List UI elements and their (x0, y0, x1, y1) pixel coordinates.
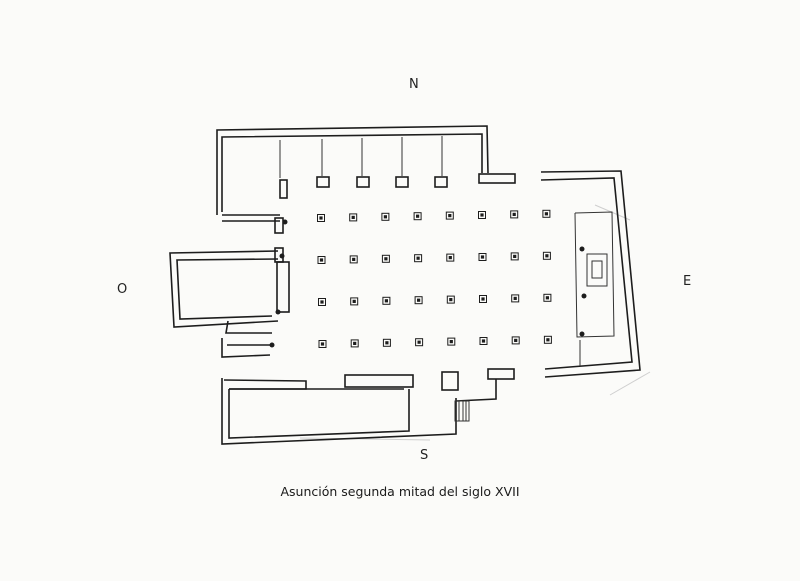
pillar-core (448, 256, 452, 260)
pillar (349, 213, 358, 222)
pillar-core (384, 257, 388, 261)
east-apse (540, 170, 641, 378)
pillar (381, 254, 390, 263)
pillar-core (448, 214, 452, 218)
pillar (318, 298, 326, 306)
pillar (446, 295, 455, 304)
pillar-core (449, 340, 453, 344)
pillar (350, 339, 359, 348)
pillar (542, 209, 551, 218)
pillar-core (544, 212, 548, 216)
pillar-core (352, 299, 356, 303)
pillar-core (449, 298, 453, 302)
pillar-core (513, 296, 517, 300)
south-wall (221, 368, 515, 445)
pillar (479, 295, 487, 303)
pillar (542, 251, 551, 260)
compass-north: N (409, 77, 419, 92)
pillar-core (352, 257, 356, 261)
paper-marks (299, 204, 651, 441)
pillar-core (416, 256, 420, 260)
pillar-core (319, 216, 323, 220)
south-steps (454, 400, 470, 422)
pillar (510, 252, 519, 261)
pillar-core (416, 214, 420, 218)
pillar-core (546, 338, 550, 342)
pillar-core (417, 298, 421, 302)
pillar (511, 336, 520, 345)
compass-east: E (683, 274, 692, 289)
pillar-core (513, 254, 517, 258)
pillar (510, 210, 519, 219)
pillar-core (481, 297, 485, 301)
pillar (415, 338, 424, 347)
pillar (478, 253, 487, 261)
pillar-core (480, 213, 484, 217)
pillar-core (545, 296, 549, 300)
pillar (382, 296, 391, 305)
pillar (413, 212, 422, 221)
pillar-core (320, 300, 324, 304)
pillar (349, 255, 358, 264)
compass-south: S (420, 448, 429, 463)
pillar-grid (317, 209, 552, 348)
plan-caption: Asunción segunda mitad del siglo XVII (280, 484, 520, 499)
pillar-core (512, 212, 516, 216)
pillar-core (384, 299, 388, 303)
pillar-core (514, 338, 518, 342)
pillar (317, 256, 326, 264)
compass-west: O (117, 282, 128, 297)
pillar (447, 337, 456, 346)
pillar-core (545, 254, 549, 258)
pillar (479, 337, 488, 345)
pillar-core (319, 258, 324, 262)
pillar (317, 214, 325, 222)
wall-bases (269, 219, 587, 348)
pillar (414, 296, 423, 305)
pillar (350, 297, 359, 306)
pillar-core (351, 215, 355, 219)
pillar (511, 294, 520, 303)
pillar (446, 253, 455, 262)
pillar-core (417, 340, 421, 344)
pillar-core (320, 342, 325, 346)
west-tower (169, 217, 290, 358)
pillar (478, 211, 486, 219)
pillar (543, 335, 552, 344)
pillar-core (481, 339, 486, 343)
pillar (382, 338, 391, 347)
pillar-core (385, 341, 389, 345)
pillar (543, 293, 552, 302)
pillar (445, 211, 454, 220)
north-wall (216, 125, 516, 222)
pillar (414, 254, 423, 263)
pillar-core (353, 341, 357, 345)
pillar (381, 212, 390, 221)
pillar-core (480, 255, 485, 259)
pillar (318, 340, 327, 348)
pillar-core (383, 215, 387, 219)
